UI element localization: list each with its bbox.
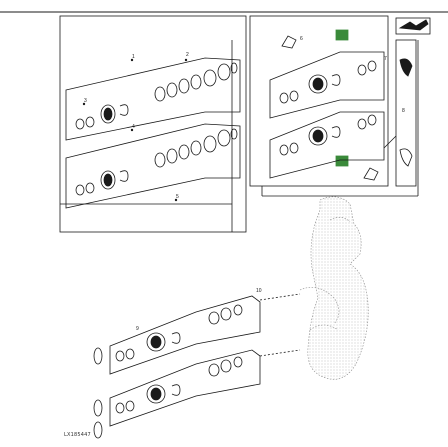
callout-label: 9 [136,326,139,332]
cylinder-body-sketch [299,196,369,380]
right-panel-frame [249,15,389,187]
callout-label: 8 [402,108,405,114]
figure-reference-code: LX185447 [64,432,91,438]
left-panel-frame [59,15,247,233]
upper-right-seals [279,60,377,104]
green-marker-lower [335,155,349,167]
upper-seal-row [75,62,238,130]
callout-label: 4 [132,124,135,130]
callout-label: 2 [186,52,189,58]
callout-label: 3 [84,98,87,104]
callout-label: 10 [256,288,262,294]
right-hatched-block [395,39,417,187]
lower-kit-groups [93,293,301,439]
left-kit-panel [59,15,247,233]
callout-label: 6 [300,36,303,42]
upper-right-kit-frame [269,51,385,119]
lower-kit-frame [65,123,241,209]
callout-label: 5 [176,194,179,200]
lower-upper-kit-frame [109,295,261,375]
green-marker-upper [335,29,349,41]
callout-label: 1 [132,54,135,60]
upper-kit-frame [65,57,241,141]
tool-icon-frame [395,17,431,35]
lower-right-kit-frame [269,111,385,179]
lower-lower-kit-frame [109,349,261,427]
lower-seal-row [75,128,238,196]
right-kit-panel [249,15,431,197]
callout-label: 7 [384,56,387,62]
lower-right-seals [279,114,377,156]
